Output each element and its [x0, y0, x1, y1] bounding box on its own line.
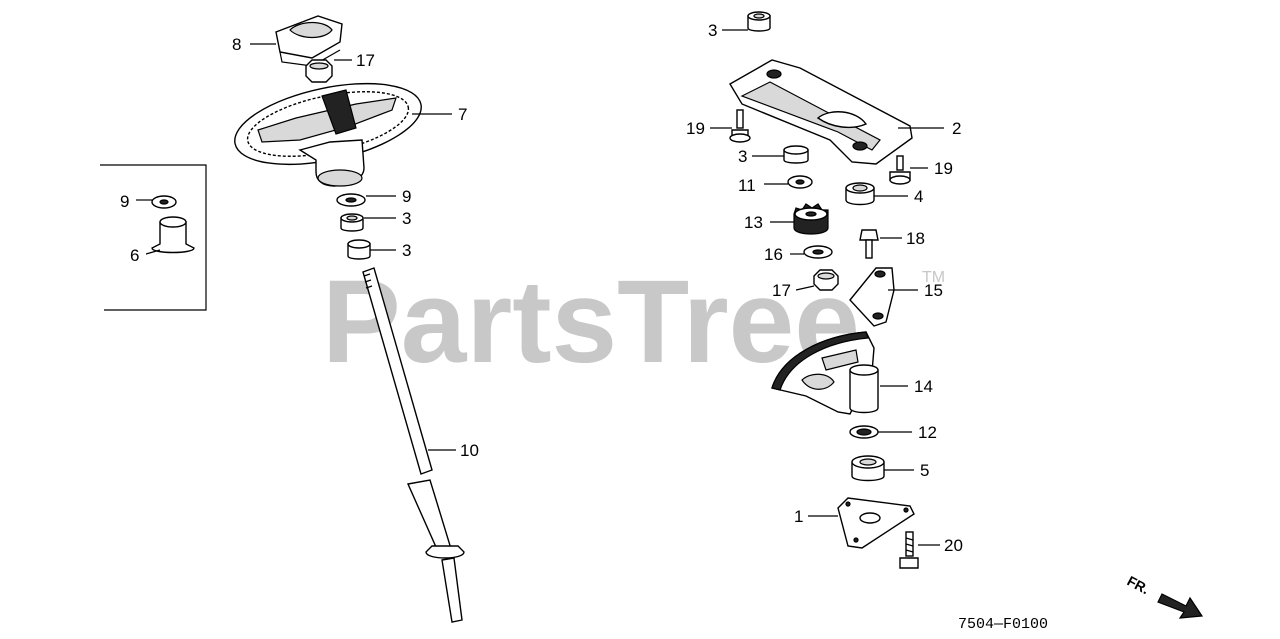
part-3-bushing-upper[interactable] [340, 213, 364, 232]
part-19-bolt-right[interactable] [889, 155, 911, 185]
callout-9: 9 [402, 187, 411, 206]
part-17-nut-right[interactable] [813, 269, 839, 291]
part-13-pinion-gear[interactable] [793, 203, 829, 235]
callout-3-upper: 3 [402, 209, 411, 228]
part-5-bushing[interactable] [851, 455, 885, 482]
part-8-steering-cap[interactable] [275, 15, 343, 67]
callout-8: 8 [232, 35, 241, 54]
callout-14: 14 [914, 377, 933, 396]
inset-box [100, 164, 207, 311]
callout-4: 4 [914, 187, 923, 206]
callout-17-top: 17 [356, 51, 375, 70]
part-3-bushing-top-right[interactable] [747, 11, 771, 32]
callout-12: 12 [918, 423, 937, 442]
callout-20: 20 [944, 536, 963, 555]
callout-11: 11 [738, 176, 756, 195]
front-arrow-icon [1157, 593, 1204, 619]
callout-9-inset: 9 [120, 192, 129, 211]
part-19-bolt-left[interactable] [729, 109, 751, 143]
callout-19-right: 19 [934, 159, 953, 178]
callout-3-mid: 3 [738, 147, 747, 166]
part-3-bushing-mid-right[interactable] [783, 145, 809, 164]
leaders-left [136, 43, 456, 451]
callout-5: 5 [920, 461, 929, 480]
callout-3-top: 3 [708, 21, 717, 40]
watermark-text: PartsTree [322, 256, 860, 388]
part-2-bracket[interactable] [729, 59, 913, 165]
part-6-inset-collar[interactable] [151, 216, 195, 254]
callout-10: 10 [460, 441, 479, 460]
diagram-code: 7504—F0100 [958, 616, 1048, 633]
part-11-washer[interactable] [787, 175, 813, 189]
part-20-bolt[interactable] [899, 531, 919, 569]
part-7-steering-wheel[interactable] [228, 69, 429, 187]
part-9-inset-washer[interactable] [151, 195, 177, 209]
callout-1: 1 [794, 507, 803, 526]
front-label: FR. [1125, 573, 1152, 598]
part-3-bushing-lower[interactable] [347, 239, 371, 260]
part-12-washer[interactable] [849, 425, 879, 439]
callout-16: 16 [764, 245, 783, 264]
callouts: 8 17 7 9 6 9 3 3 10 3 2 19 3 19 11 4 13 … [120, 21, 963, 555]
callout-7: 7 [458, 105, 467, 124]
callout-18: 18 [906, 229, 925, 248]
part-14-sector-gear[interactable] [771, 331, 879, 415]
part-10-steering-shaft[interactable] [362, 267, 465, 623]
callout-2: 2 [952, 119, 961, 138]
callout-6: 6 [130, 246, 139, 265]
leaders-right [710, 29, 944, 546]
part-16-washer[interactable] [803, 245, 833, 259]
part-18-bolt[interactable] [859, 229, 879, 259]
callout-3-lower: 3 [402, 241, 411, 260]
callout-13: 13 [744, 213, 763, 232]
callout-19-left: 19 [686, 119, 705, 138]
part-17-nut-top[interactable] [305, 59, 333, 83]
callout-15: 15 [924, 281, 943, 300]
callout-17-right: 17 [772, 281, 791, 300]
part-1-triangular-plate[interactable] [837, 497, 915, 549]
watermark-trademark: TM [922, 269, 945, 286]
front-direction-indicator: FR. [1125, 573, 1204, 619]
part-4-bushing[interactable] [845, 182, 875, 206]
part-9-washer[interactable] [336, 193, 366, 207]
